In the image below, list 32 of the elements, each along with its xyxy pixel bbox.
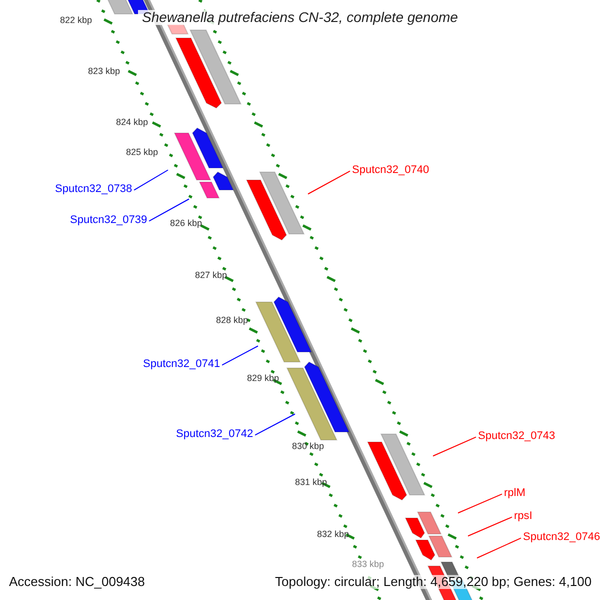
leader-line [458,494,502,514]
scale-label: 828 kbp [216,316,248,326]
leader-line [254,414,296,436]
genome-info-text: Topology: circular; Length: 4,659,220 bp; Genes: 4,100 [275,575,592,590]
gene-label: Sputcn32_0743 [478,430,556,442]
leader-line [134,170,168,191]
scale-label: 823 kbp [88,67,120,77]
leader-line [148,198,190,222]
leader-line [432,436,476,456]
scale-label: 822 kbp [60,16,92,26]
gene-label: Sputcn32_0742 [176,428,254,440]
gene-label: rpsI [514,510,532,522]
scale-label: 827 kbp [195,271,228,281]
leader-line [468,516,512,536]
leader-line [476,538,522,558]
scale-label: 829 kbp [247,374,280,384]
scale-label: 830 kbp [292,442,324,452]
gene-label: Sputcn32_0739 [70,214,148,226]
gene-label: Sputcn32_0740 [352,164,430,176]
gene-label: Sputcn32_0738 [55,183,132,196]
leader-line [222,346,258,366]
scale-label: 826 kbp [170,219,202,229]
scale-label: 825 kbp [126,148,158,158]
scale-label: 833 kbp [352,560,384,570]
accession-text: Accession: NC_009438 [9,575,145,590]
scale-label: 832 kbp [317,530,350,540]
leader-line [308,170,350,194]
gene-label: rplM [504,487,526,500]
gene-label: Sputcn32_0741 [143,358,220,370]
gene-label: Sputcn32_0746 [523,531,600,544]
scale-label: 824 kbp [116,118,148,128]
scale-label: 831 kbp [295,478,328,488]
